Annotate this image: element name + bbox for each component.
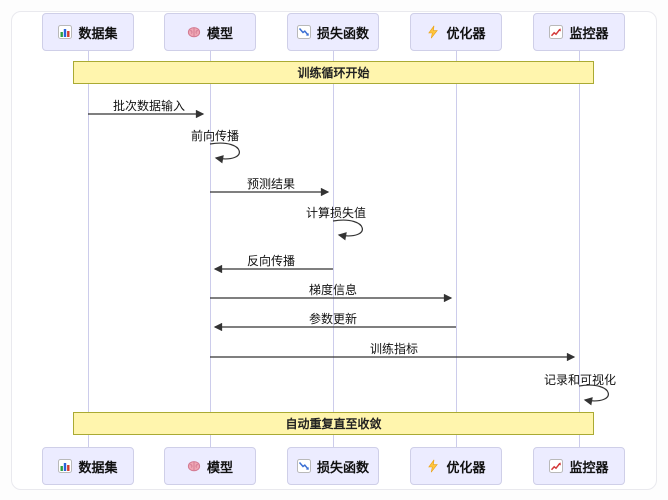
participant-label: 数据集	[78, 459, 118, 475]
message-label-compute-loss: 计算损失值	[305, 206, 367, 220]
message-label-training-metrics: 训练指标	[369, 342, 419, 356]
note-band-label: 训练循环开始	[297, 66, 370, 80]
participant-label: 数据集	[78, 25, 118, 41]
chart-increasing-icon	[549, 459, 564, 473]
lifeline-monitor	[579, 51, 580, 447]
participant-label: 模型	[206, 459, 233, 475]
participant-label: 损失函数	[316, 25, 369, 41]
bar-chart-icon	[58, 459, 73, 473]
participant-model-bottom: 模型	[164, 447, 256, 485]
message-label-param-update: 参数更新	[308, 312, 358, 326]
message-label-log-visualize: 记录和可视化	[543, 373, 617, 387]
message-label-batch-data-input: 批次数据输入	[112, 99, 186, 113]
diagram-canvas	[11, 11, 657, 490]
message-label-forward-pass: 前向传播	[190, 129, 240, 143]
chart-decreasing-icon	[296, 25, 311, 39]
lifeline-optimizer	[456, 51, 457, 447]
lightning-icon	[426, 25, 440, 39]
brain-icon	[187, 25, 201, 39]
participant-model-top: 模型	[164, 13, 256, 51]
participant-dataset-top: 数据集	[42, 13, 134, 51]
chart-decreasing-icon	[296, 459, 311, 473]
message-label-prediction: 预测结果	[246, 177, 296, 191]
participant-label: 模型	[206, 25, 233, 41]
participant-label: 损失函数	[316, 459, 369, 475]
lightning-icon	[426, 459, 440, 473]
bar-chart-icon	[58, 25, 73, 39]
chart-increasing-icon	[549, 25, 564, 39]
participant-optimizer-bottom: 优化器	[410, 447, 502, 485]
participant-monitor-bottom: 监控器	[533, 447, 625, 485]
participant-optimizer-top: 优化器	[410, 13, 502, 51]
participant-label: 优化器	[446, 459, 486, 475]
participant-loss-top: 损失函数	[287, 13, 379, 51]
lifeline-model	[210, 51, 211, 447]
participant-label: 监控器	[569, 25, 609, 41]
lifeline-loss	[333, 51, 334, 447]
participant-label: 优化器	[446, 25, 486, 41]
note-band-repeat-until-converge: 自动重复直至收敛	[73, 412, 594, 435]
participant-loss-bottom: 损失函数	[287, 447, 379, 485]
message-label-backward-pass: 反向传播	[246, 254, 296, 268]
participant-dataset-bottom: 数据集	[42, 447, 134, 485]
note-band-label: 自动重复直至收敛	[285, 417, 382, 431]
lifeline-dataset	[88, 51, 89, 447]
participant-label: 监控器	[569, 459, 609, 475]
note-band-loop-start: 训练循环开始	[73, 61, 594, 84]
brain-icon	[187, 459, 201, 473]
message-label-gradient-info: 梯度信息	[308, 283, 358, 297]
participant-monitor-top: 监控器	[533, 13, 625, 51]
